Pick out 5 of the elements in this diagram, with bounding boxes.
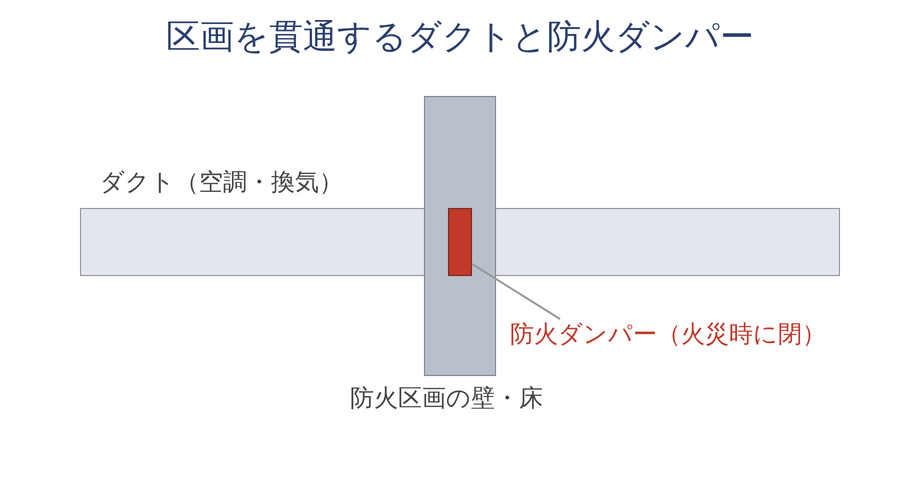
diagram-title: 区画を貫通するダクトと防火ダンパー [165, 16, 755, 59]
damper-label: 防火ダンパー（火災時に閉） [510, 319, 826, 350]
leader-line [471, 263, 561, 320]
wall-label: 防火区画の壁・床 [350, 383, 543, 414]
duct-label: ダクト（空調・換気） [100, 167, 343, 198]
